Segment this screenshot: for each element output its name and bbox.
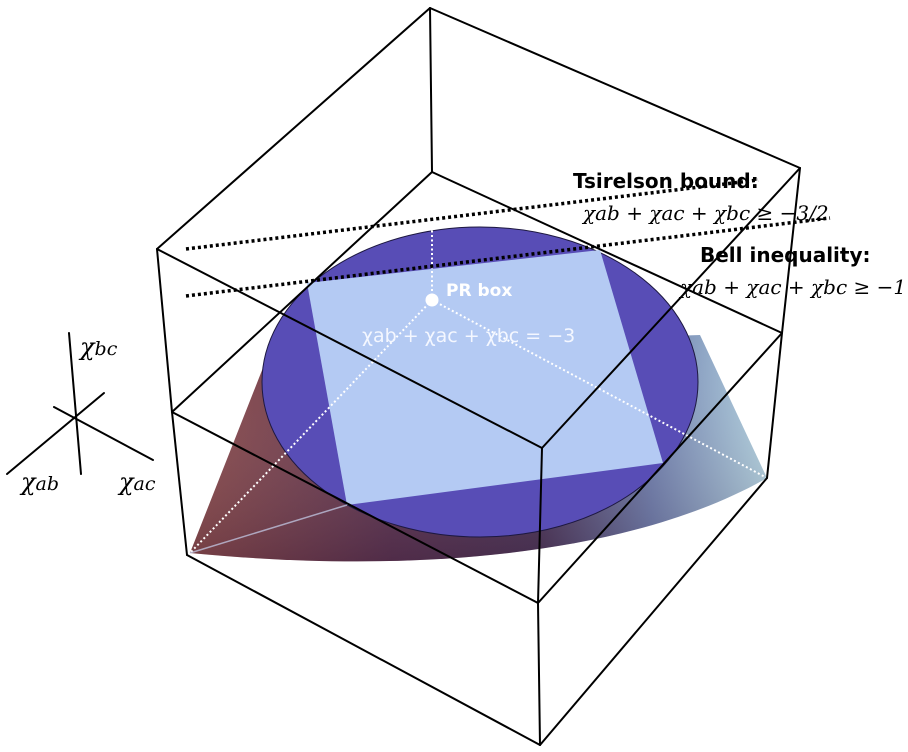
axes-legend: χbc χab χac	[6, 332, 156, 496]
axis-bc-line	[68, 332, 82, 475]
bell-inequality-title: Bell inequality:	[700, 243, 871, 267]
tsirelson-bound-title: Tsirelson bound:	[573, 169, 759, 193]
pr-box-right-guide	[431, 299, 768, 479]
tsirelson-bound-equation: χab + χac + χbc ≥ −3/2	[581, 201, 829, 225]
axis-ab-line	[6, 392, 105, 475]
tsirelson-bound-line	[185, 178, 759, 251]
cube-wireframe	[156, 7, 801, 746]
bell-inequality-line	[185, 216, 831, 298]
axis-ac-line	[53, 406, 154, 461]
pr-box-label: PR box	[446, 281, 512, 301]
axis-ac-label: χac	[117, 468, 156, 496]
local-polytope-square	[307, 250, 663, 505]
bell-inequality-equation: χab + χac + χbc ≥ −1	[678, 275, 906, 299]
pr-box-point	[425, 293, 439, 307]
axis-ab-label: χab	[19, 468, 59, 496]
surface-edge-line	[189, 504, 348, 554]
pr-box-equation: χab + χac + χbc = −3	[362, 325, 575, 347]
axis-bc-label: χbc	[78, 333, 118, 361]
